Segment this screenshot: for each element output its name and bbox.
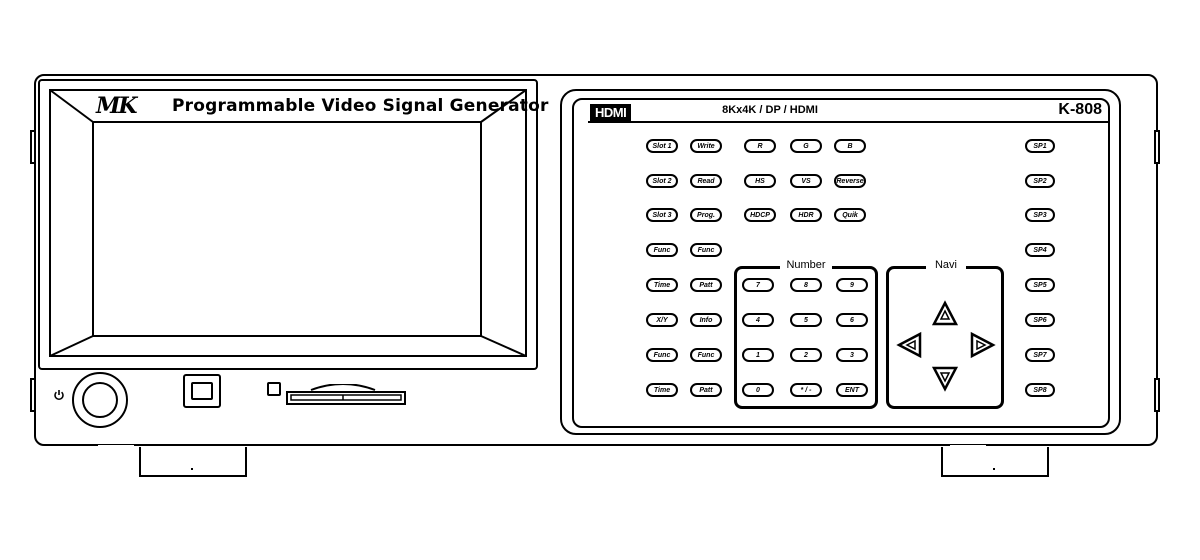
- key-hdcp[interactable]: HDCP: [744, 208, 776, 222]
- power-icon: [54, 390, 64, 401]
- key-sp1[interactable]: SP1: [1025, 139, 1055, 153]
- panel-title: 8Kx4K / DP / HDMI: [722, 104, 818, 116]
- key-func-2[interactable]: Func: [646, 348, 678, 362]
- lcd-screen: [49, 89, 527, 357]
- key-4[interactable]: 4: [742, 313, 774, 327]
- nav-down-arrow-icon[interactable]: [931, 364, 959, 392]
- key-sp2[interactable]: SP2: [1025, 174, 1055, 188]
- right-rack-tab: [1154, 130, 1160, 164]
- key-3[interactable]: 3: [836, 348, 868, 362]
- navi-group-label: Navi: [926, 259, 966, 271]
- key-time-1[interactable]: Time: [646, 278, 678, 292]
- left-rack-tab: [30, 130, 36, 164]
- sd-card-slot[interactable]: [285, 384, 407, 408]
- key-star-minus[interactable]: * / -: [790, 383, 822, 397]
- key-5[interactable]: 5: [790, 313, 822, 327]
- number-group-label: Number: [780, 259, 832, 271]
- sd-indicator-led: [267, 382, 281, 396]
- lcd-display-area: [92, 121, 482, 337]
- key-slot-1[interactable]: Slot 1: [646, 139, 678, 153]
- power-button-cap: [82, 382, 118, 418]
- usb-port-socket: [191, 382, 213, 400]
- power-button[interactable]: [72, 372, 128, 428]
- key-2[interactable]: 2: [790, 348, 822, 362]
- key-xy[interactable]: X/Y: [646, 313, 678, 327]
- key-patt-2[interactable]: Patt: [690, 383, 722, 397]
- model-number: K-808: [1058, 101, 1102, 118]
- key-8[interactable]: 8: [790, 278, 822, 292]
- key-patt-1[interactable]: Patt: [690, 278, 722, 292]
- left-rack-tab: [30, 378, 36, 412]
- nav-right-arrow-icon[interactable]: [968, 331, 996, 359]
- right-rack-tab: [1154, 378, 1160, 412]
- key-b[interactable]: B: [834, 139, 866, 153]
- key-quik[interactable]: Quik: [834, 208, 866, 222]
- key-slot-2[interactable]: Slot 2: [646, 174, 678, 188]
- key-info[interactable]: Info: [690, 313, 722, 327]
- key-1[interactable]: 1: [742, 348, 774, 362]
- panel-divider: [588, 121, 1110, 123]
- key-hs[interactable]: HS: [744, 174, 776, 188]
- right-foot: [941, 447, 1049, 477]
- key-sp8[interactable]: SP8: [1025, 383, 1055, 397]
- key-9[interactable]: 9: [836, 278, 868, 292]
- key-sp6[interactable]: SP6: [1025, 313, 1055, 327]
- product-title: Programmable Video Signal Generator: [172, 96, 549, 116]
- left-foot: [139, 447, 247, 477]
- key-g[interactable]: G: [790, 139, 822, 153]
- hdmi-logo: HDMI: [590, 104, 632, 121]
- nav-left-arrow-icon[interactable]: [896, 331, 924, 359]
- key-6[interactable]: 6: [836, 313, 868, 327]
- usb-port[interactable]: [183, 374, 221, 408]
- key-ent[interactable]: ENT: [836, 383, 868, 397]
- key-slot-3[interactable]: Slot 3: [646, 208, 678, 222]
- key-sp3[interactable]: SP3: [1025, 208, 1055, 222]
- key-reverse[interactable]: Reverse: [834, 174, 866, 188]
- brand-logo: MK: [96, 93, 138, 119]
- key-func-3[interactable]: Func: [690, 243, 722, 257]
- key-prog[interactable]: Prog.: [690, 208, 722, 222]
- key-time-2[interactable]: Time: [646, 383, 678, 397]
- key-vs[interactable]: VS: [790, 174, 822, 188]
- key-r[interactable]: R: [744, 139, 776, 153]
- key-7[interactable]: 7: [742, 278, 774, 292]
- key-sp5[interactable]: SP5: [1025, 278, 1055, 292]
- nav-up-arrow-icon[interactable]: [931, 300, 959, 328]
- key-sp7[interactable]: SP7: [1025, 348, 1055, 362]
- control-panel: [560, 89, 1121, 435]
- key-write[interactable]: Write: [690, 139, 722, 153]
- lcd-bezel: [38, 79, 538, 370]
- control-panel-inner: [572, 98, 1110, 428]
- key-sp4[interactable]: SP4: [1025, 243, 1055, 257]
- key-0[interactable]: 0: [742, 383, 774, 397]
- key-func-4[interactable]: Func: [690, 348, 722, 362]
- key-read[interactable]: Read: [690, 174, 722, 188]
- key-func-1[interactable]: Func: [646, 243, 678, 257]
- key-hdr[interactable]: HDR: [790, 208, 822, 222]
